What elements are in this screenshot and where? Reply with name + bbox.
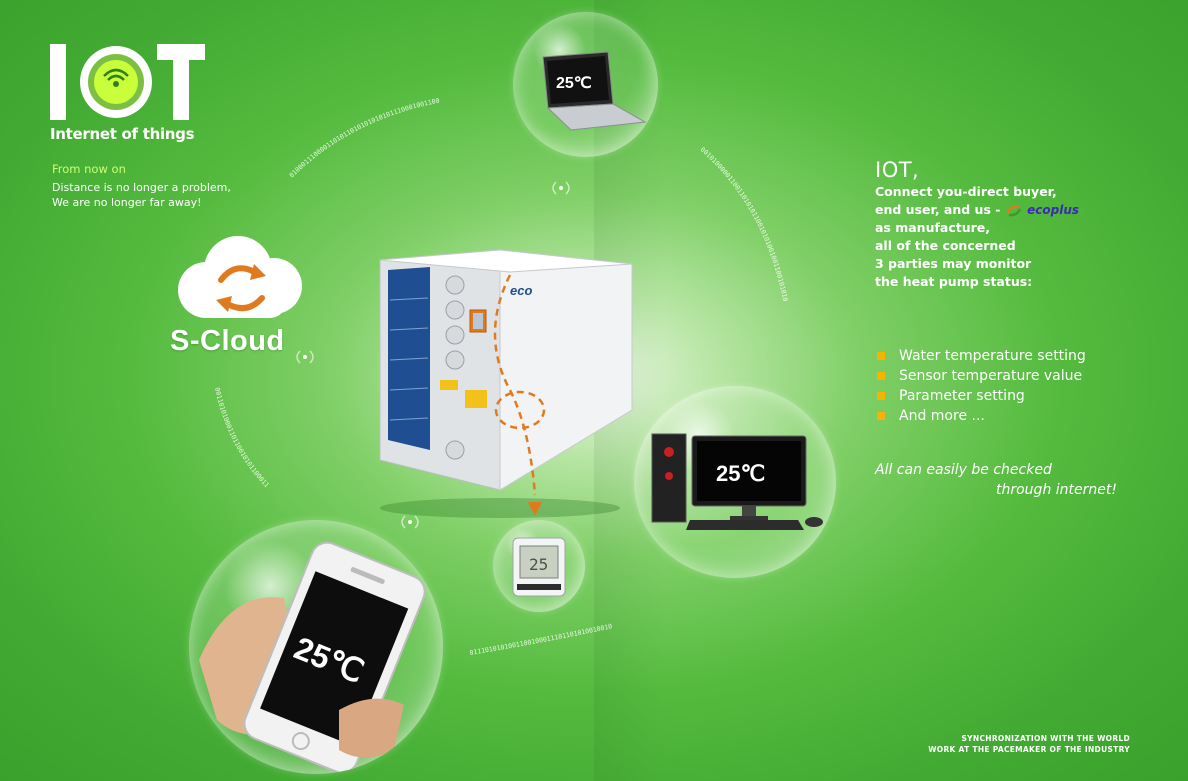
footer-line-1: SYNCHRONIZATION WITH THE WORLD	[961, 734, 1130, 743]
right-title: IOT,	[875, 158, 920, 182]
bullet-icon	[877, 352, 885, 360]
desktop-pc-icon: 25℃	[651, 433, 823, 530]
intro-lead: From now on	[52, 162, 126, 176]
ecoplus-brand: ecoplus	[1027, 203, 1080, 217]
heat-pump-brand: eco	[510, 283, 532, 298]
footer: SYNCHRONIZATION WITH THE WORLD WORK AT T…	[910, 733, 1130, 755]
binary-top: 0100011100001101011010101010101110001001…	[288, 97, 441, 180]
feature-item: And more ...	[875, 406, 1086, 426]
smartphone-icon: 25℃	[199, 541, 426, 774]
intro-line-2: We are no longer far away!	[52, 196, 202, 209]
right-body: Connect you-direct buyer, end user, and …	[875, 183, 1079, 291]
bullet-icon	[877, 372, 885, 380]
right-line-3: as manufacture,	[875, 220, 991, 235]
logo-letter-i	[50, 44, 66, 120]
bullet-icon	[877, 412, 885, 420]
control-panel-bubble: 25	[493, 520, 585, 612]
control-panel-icon: 25	[512, 537, 566, 597]
laptop-temperature: 25℃	[556, 75, 592, 92]
binary-right: 0010100000110011010101100101010010011001…	[699, 146, 790, 303]
phone-bubble: 25℃	[189, 520, 443, 774]
ecoplus-logo-icon	[1006, 205, 1021, 216]
heat-pump-unit: eco	[379, 249, 633, 518]
pc-bubble: 25℃	[634, 386, 836, 578]
footer-line-2: WORK AT THE PACEMAKER OF THE INDUSTRY	[928, 745, 1130, 754]
iot-logo	[50, 44, 205, 120]
right-line-4: all of the concerned	[875, 238, 1016, 253]
signal-icon	[401, 515, 419, 529]
s-cloud-label: S-Cloud	[170, 325, 285, 357]
right-line-1: Connect you-direct buyer,	[875, 184, 1057, 199]
intro-text: From now on Distance is no longer a prob…	[52, 162, 231, 210]
page-fold	[594, 0, 1188, 781]
pc-temperature: 25℃	[716, 461, 765, 486]
feature-item: Parameter setting	[875, 386, 1086, 406]
closing-line-1: All can easily be checked	[875, 462, 1052, 478]
right-line-2: end user, and us - ecoplus	[875, 201, 1079, 219]
intro-line-1: Distance is no longer a problem,	[52, 181, 231, 194]
closing-line-2: through internet!	[996, 482, 1117, 498]
panel-temperature: 25	[529, 555, 548, 574]
feature-item: Sensor temperature value	[875, 366, 1086, 386]
logo-subtitle: Internet of things	[50, 125, 195, 143]
signal-icon	[296, 350, 314, 364]
right-line-5: 3 parties may monitor	[875, 256, 1032, 271]
binary-bottom: 0111010101001100100011101101010010010	[469, 622, 613, 657]
feature-list: Water temperature setting Sensor tempera…	[875, 346, 1086, 426]
binary-left: 00110101000110110010101100011	[213, 387, 271, 489]
cloud-icon	[178, 236, 302, 318]
signal-icon	[552, 181, 570, 195]
laptop-icon: 25℃	[542, 51, 647, 131]
bullet-icon	[877, 392, 885, 400]
feature-item: Water temperature setting	[875, 346, 1086, 366]
wifi-icon	[103, 68, 129, 87]
right-line-6: the heat pump status:	[875, 274, 1033, 289]
laptop-bubble: 25℃	[513, 12, 658, 157]
right-line-2-prefix: end user, and us -	[875, 202, 1001, 217]
